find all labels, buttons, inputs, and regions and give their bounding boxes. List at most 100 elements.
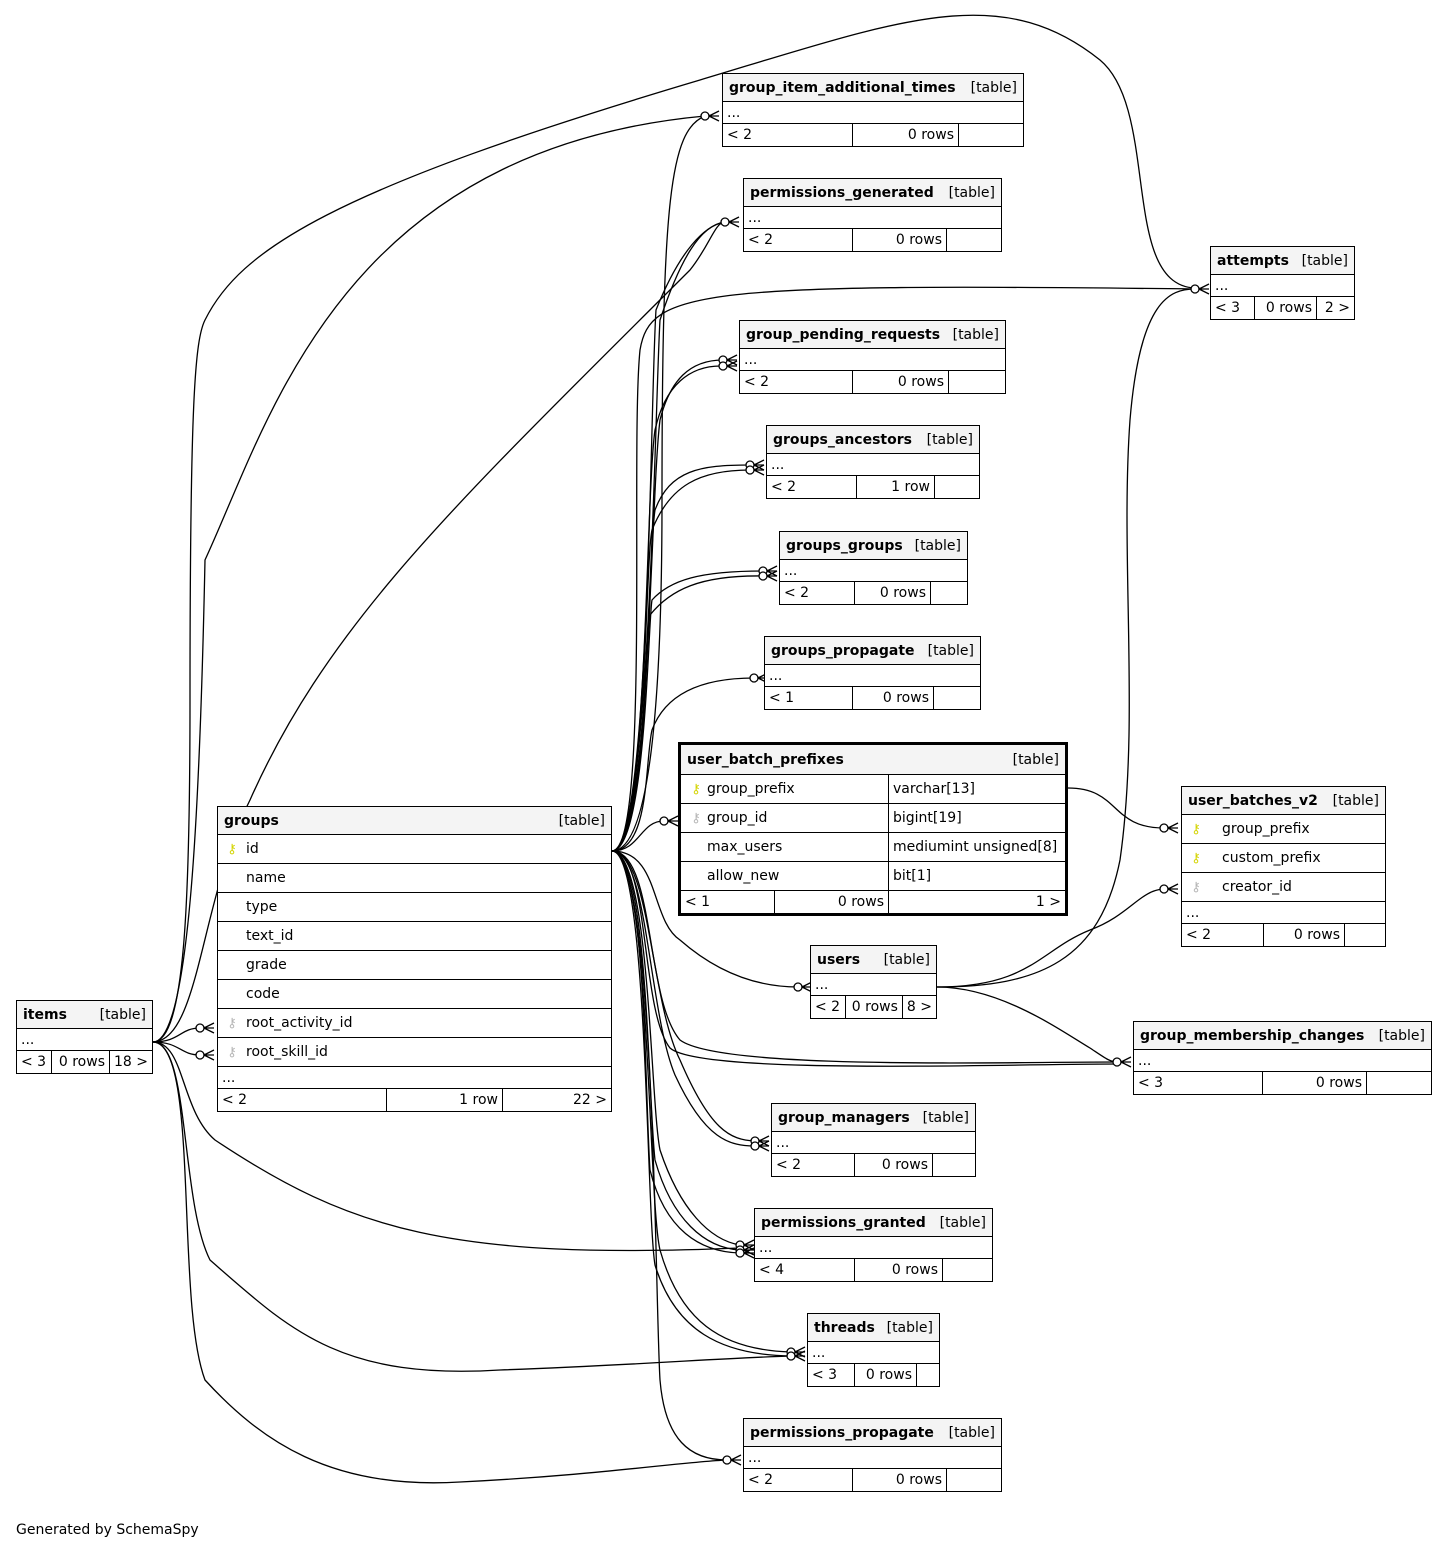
schemaspy-credit: Generated by SchemaSpy: [16, 1522, 199, 1538]
foreign-key-icon: ⚷: [227, 1044, 237, 1060]
relationship-line: [611, 677, 755, 852]
crows-foot-marker: [766, 570, 778, 582]
optional-marker: [722, 1455, 732, 1465]
parents-count: < 2: [748, 1472, 774, 1488]
columns-ellipsis: ...: [744, 207, 1001, 229]
relationship-line: [152, 1041, 792, 1372]
column-row-name[interactable]: name: [218, 864, 611, 893]
column-name: custom_prefix: [1222, 850, 1321, 866]
optional-marker: [1112, 1057, 1122, 1067]
table-name: groups_ancestors: [773, 431, 912, 448]
children-count: [948, 371, 1005, 393]
column-row-grade[interactable]: grade: [218, 951, 611, 980]
relationship-line: [611, 850, 756, 1147]
crows-foot-marker: [726, 354, 738, 366]
column-row-id[interactable]: ⚷id: [218, 835, 611, 864]
table-name: groups: [224, 812, 279, 829]
parents-count: < 3: [21, 1054, 47, 1070]
table-name: user_batch_prefixes: [687, 751, 844, 768]
column-name: root_skill_id: [246, 1044, 328, 1060]
table-group-item-additional-times[interactable]: group_item_additional_times[table] ... <…: [722, 73, 1024, 147]
table-header: groups_ancestors[table]: [767, 426, 979, 454]
table-user-batch-prefixes[interactable]: user_batch_prefixes [table] ⚷group_prefix…: [678, 742, 1068, 916]
column-name: grade: [246, 957, 287, 973]
relationship-line: [152, 115, 706, 1043]
children-count: [934, 476, 979, 498]
row-count: 0 rows: [854, 1364, 916, 1386]
columns-ellipsis: ...: [811, 974, 936, 996]
optional-marker: [735, 1248, 745, 1258]
table-groups[interactable]: groups[table] ⚷id name type text_id grad…: [217, 806, 612, 1112]
table-header: groups[table]: [218, 807, 611, 835]
table-header: user_batches_v2[table]: [1182, 787, 1385, 815]
optional-marker: [1190, 284, 1200, 294]
table-tag: [table]: [927, 642, 974, 659]
parents-count: < 2: [784, 585, 810, 601]
table-header: permissions_propagate[table]: [744, 1419, 1001, 1447]
table-tag: [table]: [1301, 252, 1348, 269]
column-row-creator-id[interactable]: ⚷creator_id: [1182, 873, 1385, 902]
table-header: attempts[table]: [1211, 247, 1354, 275]
row-count: 1 row: [386, 1089, 502, 1111]
optional-marker: [793, 982, 803, 992]
columns-ellipsis: ...: [1211, 275, 1354, 297]
table-header: group_managers[table]: [772, 1104, 975, 1132]
columns-ellipsis: ...: [767, 454, 979, 476]
children-count: 1 >: [888, 891, 1065, 913]
columns-ellipsis: ...: [218, 1067, 611, 1089]
column-row-text-id[interactable]: text_id: [218, 922, 611, 951]
column-row-code[interactable]: code: [218, 980, 611, 1009]
column-name: group_prefix: [1222, 821, 1310, 837]
column-row-allow-new[interactable]: allow_new bit[1]: [681, 862, 1065, 891]
column-row-group-prefix[interactable]: ⚷ group_prefix: [1182, 815, 1385, 844]
row-count: 0 rows: [51, 1051, 109, 1073]
table-tag: [table]: [1012, 751, 1059, 768]
crows-foot-marker: [758, 1135, 770, 1147]
table-user-batches-v2[interactable]: user_batches_v2[table] ⚷ group_prefix ⚷cu…: [1181, 786, 1386, 947]
primary-key-icon: ⚷: [1191, 821, 1201, 837]
crows-foot-marker: [667, 815, 679, 827]
column-type: bit[1]: [888, 862, 1065, 890]
column-row-root-skill-id[interactable]: ⚷ root_skill_id: [218, 1038, 611, 1067]
crows-foot-marker: [758, 1140, 770, 1152]
table-name: items: [23, 1006, 67, 1023]
parents-count: < 2: [771, 479, 797, 495]
parents-count: < 1: [685, 894, 711, 910]
column-row-custom-prefix[interactable]: ⚷custom_prefix: [1182, 844, 1385, 873]
optional-marker: [750, 1141, 760, 1151]
optional-marker: [786, 1351, 796, 1361]
table-header: user_batch_prefixes [table]: [681, 745, 1065, 775]
table-name: users: [817, 951, 861, 968]
column-type: mediumint unsigned[8]: [888, 833, 1065, 861]
table-name: groups_propagate: [771, 642, 915, 659]
column-row-type[interactable]: type: [218, 893, 611, 922]
crows-foot-marker: [1167, 883, 1179, 895]
column-name: allow_new: [707, 868, 780, 884]
table-name: permissions_propagate: [750, 1424, 934, 1441]
column-name: group_id: [707, 810, 768, 826]
row-count: 0 rows: [854, 1259, 942, 1281]
column-row-root-activity-id[interactable]: ⚷root_activity_id: [218, 1009, 611, 1038]
children-count: [1366, 1072, 1431, 1094]
